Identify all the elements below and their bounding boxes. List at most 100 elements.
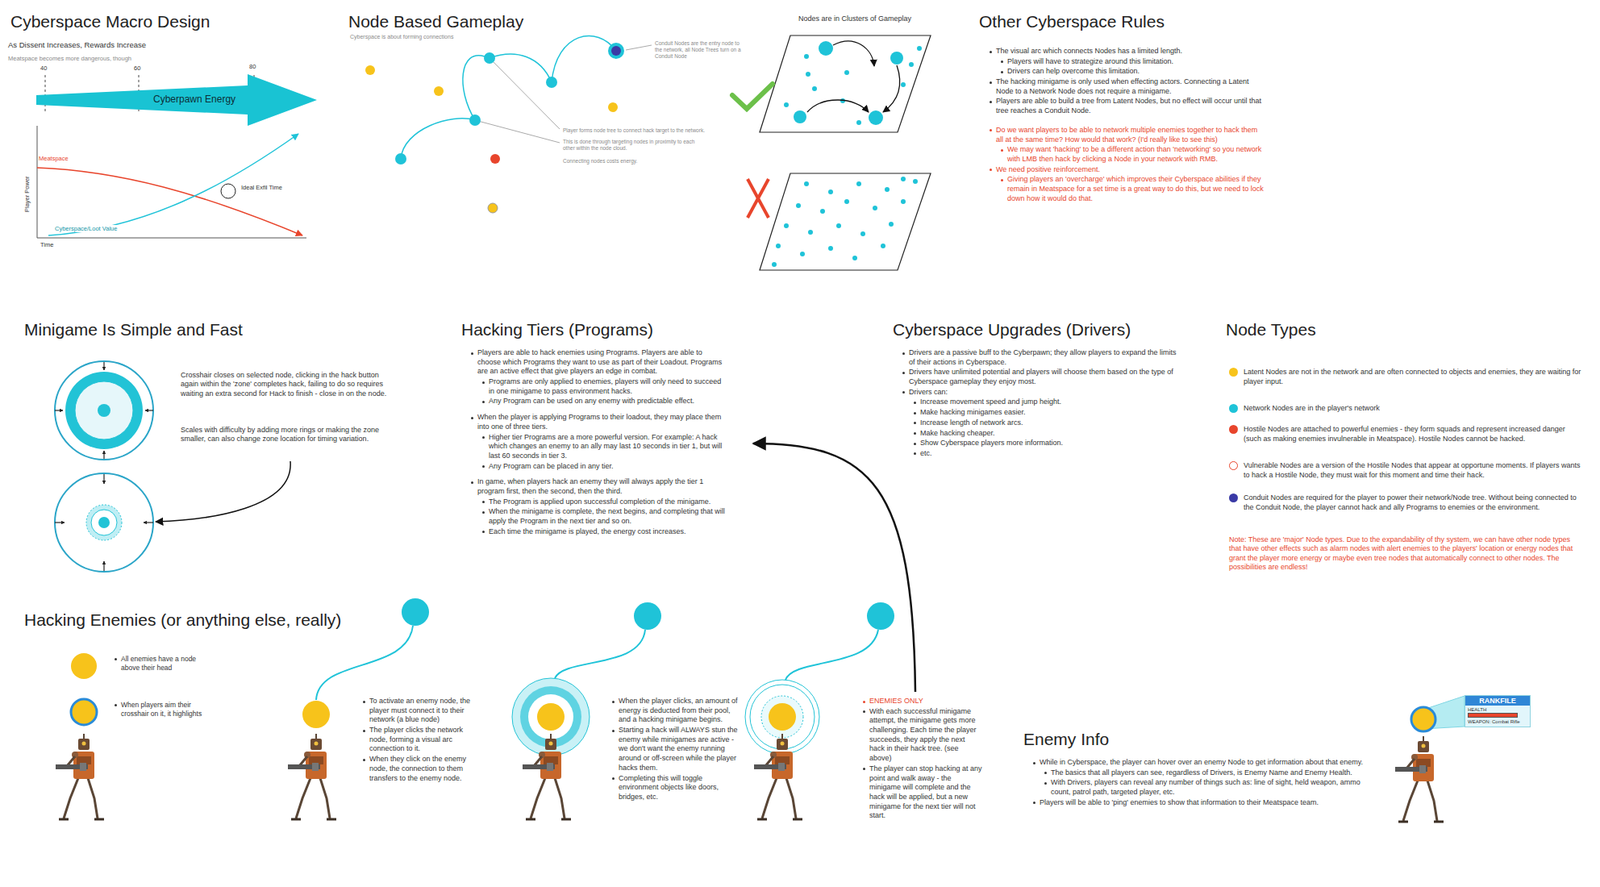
section-heading: Cyberspace Upgrades (Drivers) bbox=[892, 319, 1200, 341]
bullet-item: The player clicks the network node, form… bbox=[369, 725, 483, 755]
cluster-panels bbox=[890, 51, 904, 65]
macro-chart bbox=[220, 183, 236, 199]
cluster-panels bbox=[844, 70, 850, 75]
minigame-targets bbox=[54, 361, 154, 460]
legend-entry: Vulnerable Nodes are a version of the Ho… bbox=[1227, 461, 1583, 480]
legend-text: Conduit Nodes are required for the playe… bbox=[1243, 493, 1583, 513]
bullet-list: ENEMIES ONLYWith each successful minigam… bbox=[861, 696, 983, 822]
hacking-panels bbox=[70, 653, 97, 680]
bullet-item: When the player clicks, an amount of ene… bbox=[618, 696, 740, 725]
cluster-panels bbox=[836, 223, 842, 229]
macro-chart bbox=[37, 237, 307, 239]
hacking-panels bbox=[537, 703, 565, 731]
arrow-shape bbox=[36, 74, 317, 126]
note-text: All enemies have a node above their head bbox=[120, 654, 214, 672]
bullet-item: We need positive reinforcement. bbox=[995, 165, 1267, 175]
node-cloud bbox=[365, 65, 375, 75]
cluster-panels bbox=[860, 231, 866, 237]
hacking-panels bbox=[768, 703, 796, 731]
section-heading: Hacking Tiers (Programs) bbox=[461, 319, 728, 341]
bullet-list: Players are able to hack enemies using P… bbox=[469, 348, 728, 538]
node-cloud bbox=[608, 42, 625, 59]
bullet-item: Players are able to build a tree from La… bbox=[995, 96, 1267, 116]
bullet-item: ENEMIES ONLY bbox=[869, 696, 983, 707]
bullet-item: Drivers are a passive buff to the Cyberp… bbox=[908, 348, 1180, 367]
node-cloud bbox=[487, 203, 498, 213]
note-text: Cyberspace is about forming connections bbox=[350, 33, 592, 42]
legend-swatch bbox=[1229, 404, 1238, 413]
bullet-item: The player can stop hacking at any point… bbox=[869, 764, 983, 821]
bullet-item: The basics that all players can see, reg… bbox=[1050, 768, 1379, 779]
enemy-info-card: RANKFILEHEALTHWEAPON: Combat Rifle bbox=[1464, 695, 1531, 728]
hacking-panels bbox=[785, 629, 879, 680]
hacking-panels bbox=[866, 602, 895, 630]
cluster-panels bbox=[783, 102, 789, 108]
cluster-panels bbox=[916, 45, 922, 51]
note-text: Meatspace bbox=[38, 154, 104, 163]
node-text: Cyberpawn Energy bbox=[153, 93, 236, 105]
cluster-panels bbox=[900, 199, 906, 205]
minigame-targets bbox=[54, 409, 63, 411]
node-cloud bbox=[400, 118, 475, 159]
hacking-panels bbox=[70, 699, 97, 725]
hacking-panels bbox=[287, 733, 337, 820]
legend-swatch bbox=[1229, 425, 1238, 434]
node-cloud bbox=[625, 45, 652, 50]
note-text: Scales with difficulty by adding more ri… bbox=[180, 425, 395, 445]
cluster-panels bbox=[783, 223, 789, 229]
note-text: Nodes are in Clusters of Gameplay bbox=[798, 14, 976, 24]
cluster-panels bbox=[747, 179, 769, 218]
bullet-item: Players will be able to 'ping' enemies t… bbox=[1039, 798, 1379, 809]
bullet-item: Completing this will toggle environment … bbox=[618, 774, 740, 803]
hacking-panels bbox=[316, 625, 413, 700]
minigame-targets bbox=[75, 381, 134, 440]
macro-chart bbox=[37, 167, 303, 236]
cluster-panels bbox=[883, 65, 900, 113]
minigame-targets bbox=[65, 371, 143, 450]
cluster-panels bbox=[771, 41, 922, 267]
cluster-panels bbox=[900, 82, 906, 88]
cluster-panels bbox=[856, 120, 862, 125]
node-cloud bbox=[545, 76, 558, 88]
note-text: 40 bbox=[40, 64, 57, 72]
legend-entry: Conduit Nodes are required for the playe… bbox=[1227, 493, 1583, 513]
bullet-item: Higher tier Programs are a more powerful… bbox=[488, 433, 728, 462]
legend-text: Hostile Nodes are attached to powerful e… bbox=[1243, 425, 1583, 444]
cluster-panels bbox=[804, 54, 809, 59]
hacking-panels bbox=[1395, 736, 1444, 822]
legend-swatch bbox=[1229, 493, 1238, 503]
minigame-targets bbox=[103, 362, 105, 371]
node-text: HEALTH bbox=[1465, 705, 1530, 718]
minigame-targets bbox=[103, 450, 105, 459]
bullet-item: etc. bbox=[920, 449, 1180, 459]
node-cloud bbox=[490, 154, 500, 164]
node-cloud bbox=[489, 54, 552, 83]
node-type-legend: Latent Nodes are not in the network and … bbox=[1227, 356, 1583, 513]
node-cloud bbox=[483, 52, 496, 64]
node-cloud bbox=[611, 45, 621, 56]
cluster-panels bbox=[828, 189, 834, 195]
note-text: When players aim their crosshair on it, … bbox=[120, 700, 214, 718]
cluster-panels bbox=[775, 243, 781, 249]
hacking-panels bbox=[302, 700, 330, 729]
hacking-panels bbox=[528, 694, 574, 740]
note-text: Time bbox=[40, 241, 73, 249]
macro-chart bbox=[48, 133, 299, 236]
cluster-panels bbox=[732, 83, 773, 109]
hacking-panels bbox=[554, 629, 646, 679]
bullet-item: Increase movement speed and jump height. bbox=[920, 397, 1180, 408]
note-text: Player forms node tree to connect hack t… bbox=[562, 127, 749, 134]
cluster-panels bbox=[872, 205, 878, 211]
section-heading: Hacking Enemies (or anything else, reall… bbox=[24, 609, 428, 631]
cluster-panels bbox=[805, 71, 811, 77]
node-cloud bbox=[469, 114, 481, 126]
minigame-targets bbox=[54, 362, 154, 571]
bullet-item: Increase length of network arcs. bbox=[920, 418, 1180, 429]
cluster-panels bbox=[747, 179, 769, 218]
cluster-panels bbox=[833, 41, 875, 67]
minigame-targets bbox=[91, 509, 117, 536]
minigame-targets bbox=[143, 521, 154, 523]
bullet-item: Each time the minigame is played, the en… bbox=[488, 527, 728, 538]
node-cloud bbox=[433, 86, 444, 96]
